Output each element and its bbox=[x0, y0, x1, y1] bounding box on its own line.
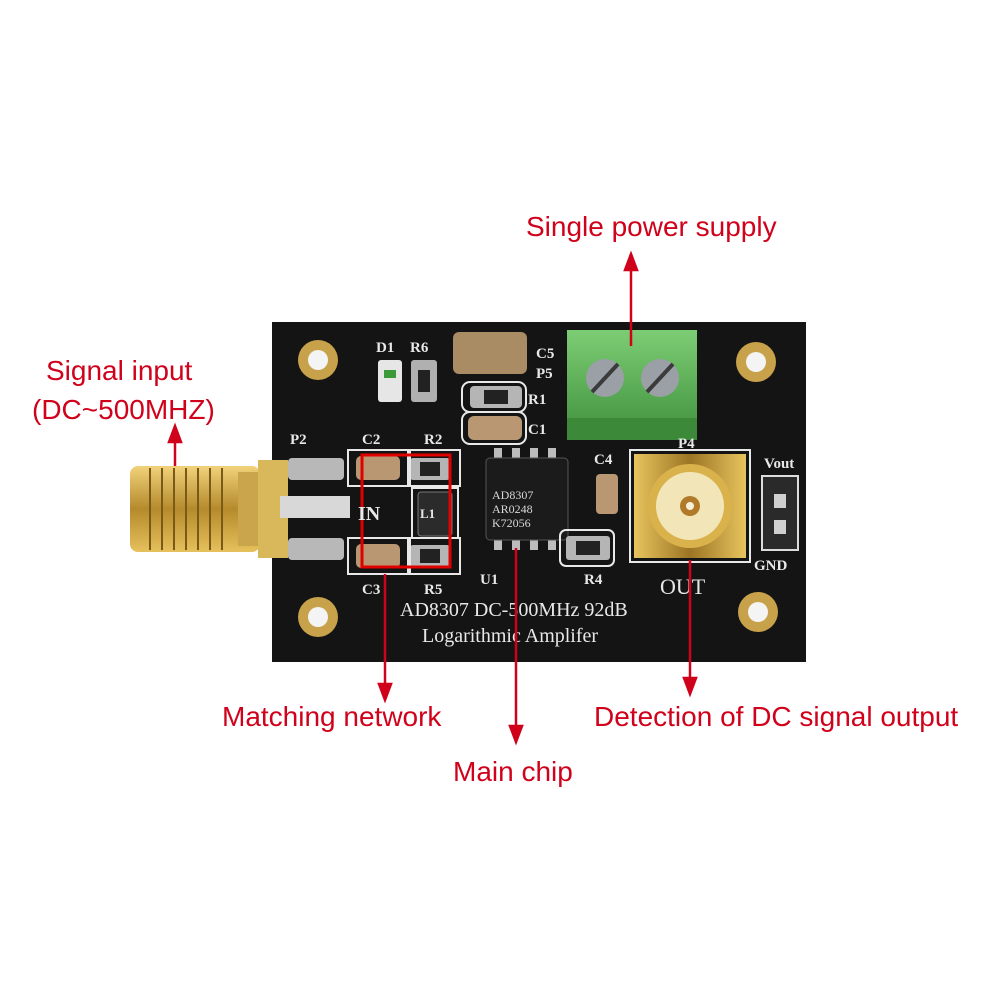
label-gnd: GND bbox=[754, 558, 788, 574]
label-vout: Vout bbox=[764, 456, 794, 472]
capacitor-c3 bbox=[356, 544, 400, 568]
callout-matching-network: Matching network bbox=[222, 701, 442, 732]
label-r4: R4 bbox=[584, 572, 603, 588]
label-r5: R5 bbox=[424, 582, 442, 598]
label-c5: C5 bbox=[536, 346, 554, 362]
sma-output-connector bbox=[634, 454, 746, 558]
label-p4: P4 bbox=[678, 436, 695, 452]
label-u1: U1 bbox=[480, 572, 498, 588]
capacitor-c4 bbox=[596, 474, 618, 514]
label-c4: C4 bbox=[594, 452, 613, 468]
vout-header bbox=[761, 475, 799, 551]
callout-signal-input-range: (DC~500MHZ) bbox=[32, 394, 215, 425]
label-c1: C1 bbox=[528, 422, 546, 438]
callout-single-power-supply: Single power supply bbox=[526, 211, 777, 242]
mounting-hole bbox=[736, 342, 776, 382]
label-in: IN bbox=[358, 503, 381, 525]
led-d1 bbox=[378, 360, 402, 402]
label-c2: C2 bbox=[362, 432, 380, 448]
mounting-hole bbox=[298, 340, 338, 380]
capacitor-c2 bbox=[356, 456, 400, 480]
label-l1: L1 bbox=[420, 506, 435, 521]
label-p2: P2 bbox=[290, 432, 307, 448]
silkscreen-outlines bbox=[347, 381, 751, 575]
matching-network-highlight bbox=[360, 453, 452, 569]
capacitor-c1 bbox=[468, 416, 522, 440]
callout-arrows bbox=[167, 250, 698, 746]
label-r2: R2 bbox=[424, 432, 442, 448]
label-r6: R6 bbox=[410, 340, 429, 356]
main-chip-u1 bbox=[485, 448, 569, 550]
label-r1: R1 bbox=[528, 392, 546, 408]
capacitor-c5 bbox=[453, 332, 527, 374]
chip-marking-line1: AD8307 bbox=[492, 488, 533, 502]
label-p5: P5 bbox=[536, 366, 553, 382]
label-out: OUT bbox=[660, 574, 706, 599]
board-title-line1: AD8307 DC-500MHz 92dB bbox=[400, 599, 628, 621]
chip-marking-line2: AR0248 bbox=[492, 502, 533, 516]
callout-signal-input: Signal input bbox=[46, 355, 193, 386]
sma-input-connector bbox=[130, 458, 350, 560]
mounting-hole bbox=[738, 592, 778, 632]
chip-marking-line3: K72056 bbox=[492, 516, 531, 530]
label-d1: D1 bbox=[376, 340, 394, 356]
board-title-line2: Logarithmic Amplifer bbox=[422, 625, 598, 647]
inductor-l1 bbox=[417, 491, 453, 537]
label-c3: C3 bbox=[362, 582, 380, 598]
mounting-hole bbox=[298, 597, 338, 637]
callout-dc-output: Detection of DC signal output bbox=[594, 701, 959, 732]
callout-main-chip: Main chip bbox=[453, 756, 573, 787]
power-terminal-block bbox=[567, 330, 697, 440]
